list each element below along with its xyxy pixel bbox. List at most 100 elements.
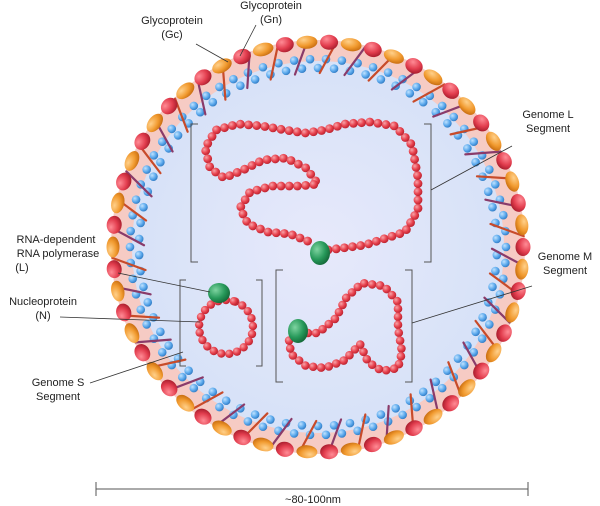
spike — [464, 150, 502, 156]
nucleoprotein-bead — [232, 347, 242, 356]
glycoprotein-gn — [252, 437, 274, 452]
nucleoprotein-bead — [293, 181, 302, 191]
glycoprotein-gc — [275, 37, 294, 53]
nucleoprotein-bead — [393, 320, 403, 330]
nucleoprotein-bead — [229, 297, 239, 306]
spike — [125, 170, 153, 198]
nucleoprotein-bead — [379, 234, 389, 244]
nucleoprotein-bead — [406, 218, 415, 227]
lipid-head — [149, 151, 159, 160]
lipid-head — [157, 137, 167, 147]
spike — [269, 417, 293, 449]
nucleoprotein-bead — [345, 350, 354, 360]
nucleoprotein-bead — [284, 181, 294, 191]
nucleoprotein-bead — [347, 288, 357, 297]
label-genome-m-line2: Segment — [543, 265, 587, 277]
lipid-head — [498, 210, 508, 220]
glycoprotein-gc — [134, 132, 151, 150]
nucleoprotein-bead — [196, 312, 206, 322]
glycoprotein-gc — [134, 344, 151, 362]
leader-lines — [59, 24, 533, 384]
nucleoprotein-bead — [303, 236, 312, 246]
lipid-head — [167, 124, 177, 134]
lipid-head — [250, 410, 260, 419]
nucleoprotein-bead — [318, 324, 327, 334]
nucleoprotein-bead — [225, 171, 235, 181]
nucleoprotein-bead — [324, 362, 334, 371]
lipid-head — [195, 107, 205, 117]
genome-m-bracket — [275, 269, 413, 383]
nucleoprotein-bead — [330, 314, 340, 324]
nucleoprotein-bead — [349, 118, 358, 128]
nucleoprotein-bead — [247, 329, 257, 339]
nucleoprotein-bead — [393, 304, 403, 314]
nucleoprotein-bead — [350, 345, 360, 354]
nucleoprotein-bead — [203, 154, 213, 164]
glycoprotein-gn — [176, 394, 195, 412]
spike — [190, 391, 224, 411]
nucleoprotein-bead — [243, 306, 253, 316]
nucleoprotein-bead — [397, 344, 406, 353]
glycoprotein-gn — [340, 38, 362, 52]
nucleoprotein-bead — [220, 123, 229, 133]
nucleoprotein-bead — [309, 127, 318, 137]
lipid-head — [501, 242, 511, 252]
glycoprotein-gn — [485, 343, 502, 363]
glycoprotein-gn — [423, 69, 443, 86]
label-gc-line1: Glycoprotein — [141, 15, 203, 27]
glycoprotein-gc — [473, 114, 490, 132]
nucleoprotein-bead — [413, 171, 422, 180]
nucleoprotein-bead — [245, 188, 254, 198]
lipid-head — [376, 410, 386, 419]
nucleoprotein-bead — [240, 195, 250, 205]
nucleoprotein-bead — [375, 281, 385, 290]
nucleoprotein-bead — [285, 344, 295, 353]
glycoprotein-gn — [176, 82, 195, 100]
glycoprotein-gn — [340, 442, 362, 456]
lipid-head — [405, 89, 415, 98]
label-np-line2: (N) — [35, 310, 50, 322]
lipid-head — [477, 334, 487, 343]
spike — [134, 338, 172, 344]
nucleoprotein-bead — [411, 162, 421, 172]
spike — [489, 222, 525, 238]
lipid-head — [156, 327, 165, 337]
lipid-head — [469, 137, 479, 147]
nucleoprotein-bead — [205, 162, 215, 172]
nucleoprotein-bead — [198, 335, 207, 345]
nucleoprotein-bead — [284, 126, 294, 136]
nucleoprotein-bead — [410, 154, 420, 164]
genome-l-bracket — [190, 123, 432, 263]
nucleoprotein-bead — [295, 233, 305, 243]
nucleoprotein-bead — [334, 307, 344, 317]
nucleoprotein-bead — [332, 121, 342, 131]
lipid-head — [215, 82, 224, 92]
lipid-head — [490, 180, 500, 189]
glycoprotein-gc — [363, 436, 382, 453]
glycoprotein-gn — [252, 42, 274, 57]
glycoprotein-gn — [458, 97, 476, 115]
nucleoprotein-bead — [339, 356, 348, 365]
nucleoprotein-bead — [413, 203, 423, 213]
lipid-head — [368, 422, 378, 432]
lipid-head — [437, 383, 447, 393]
glycoprotein-gc — [116, 172, 132, 191]
nucleoprotein-bead — [252, 185, 262, 195]
nucleoprotein-bead — [393, 312, 403, 322]
glycoprotein-gn — [146, 113, 163, 133]
lipid-head — [495, 290, 505, 299]
nucleoprotein-bead — [194, 320, 204, 329]
glycoprotein-gc — [515, 238, 531, 256]
nucleoprotein-bead — [341, 293, 351, 303]
glycoprotein-gc — [275, 441, 294, 457]
lipid-head — [126, 226, 135, 236]
spike — [269, 43, 280, 81]
nucleoprotein-bead — [260, 122, 270, 131]
nucleoprotein-bead — [217, 172, 227, 182]
nucleoprotein-bead — [382, 284, 391, 294]
lipid-head — [305, 54, 315, 64]
nucleoprotein-bead — [293, 159, 303, 169]
nucleoprotein-bead — [239, 343, 248, 352]
nucleoprotein-bead — [236, 202, 246, 212]
glycoprotein-gc — [320, 34, 339, 50]
